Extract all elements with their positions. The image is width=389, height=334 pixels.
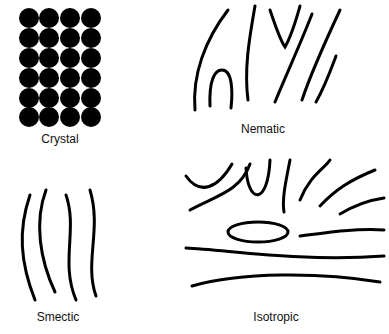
crystal-lattice bbox=[19, 8, 101, 127]
phase-label: Smectic bbox=[37, 310, 80, 324]
phase-label: Crystal bbox=[41, 132, 78, 146]
phase-label: Nematic bbox=[241, 122, 285, 136]
isotropic-lines bbox=[186, 160, 384, 286]
phase-label: Isotropic bbox=[253, 310, 298, 324]
smectic-lines bbox=[22, 190, 96, 300]
nematic-lines bbox=[195, 6, 340, 110]
